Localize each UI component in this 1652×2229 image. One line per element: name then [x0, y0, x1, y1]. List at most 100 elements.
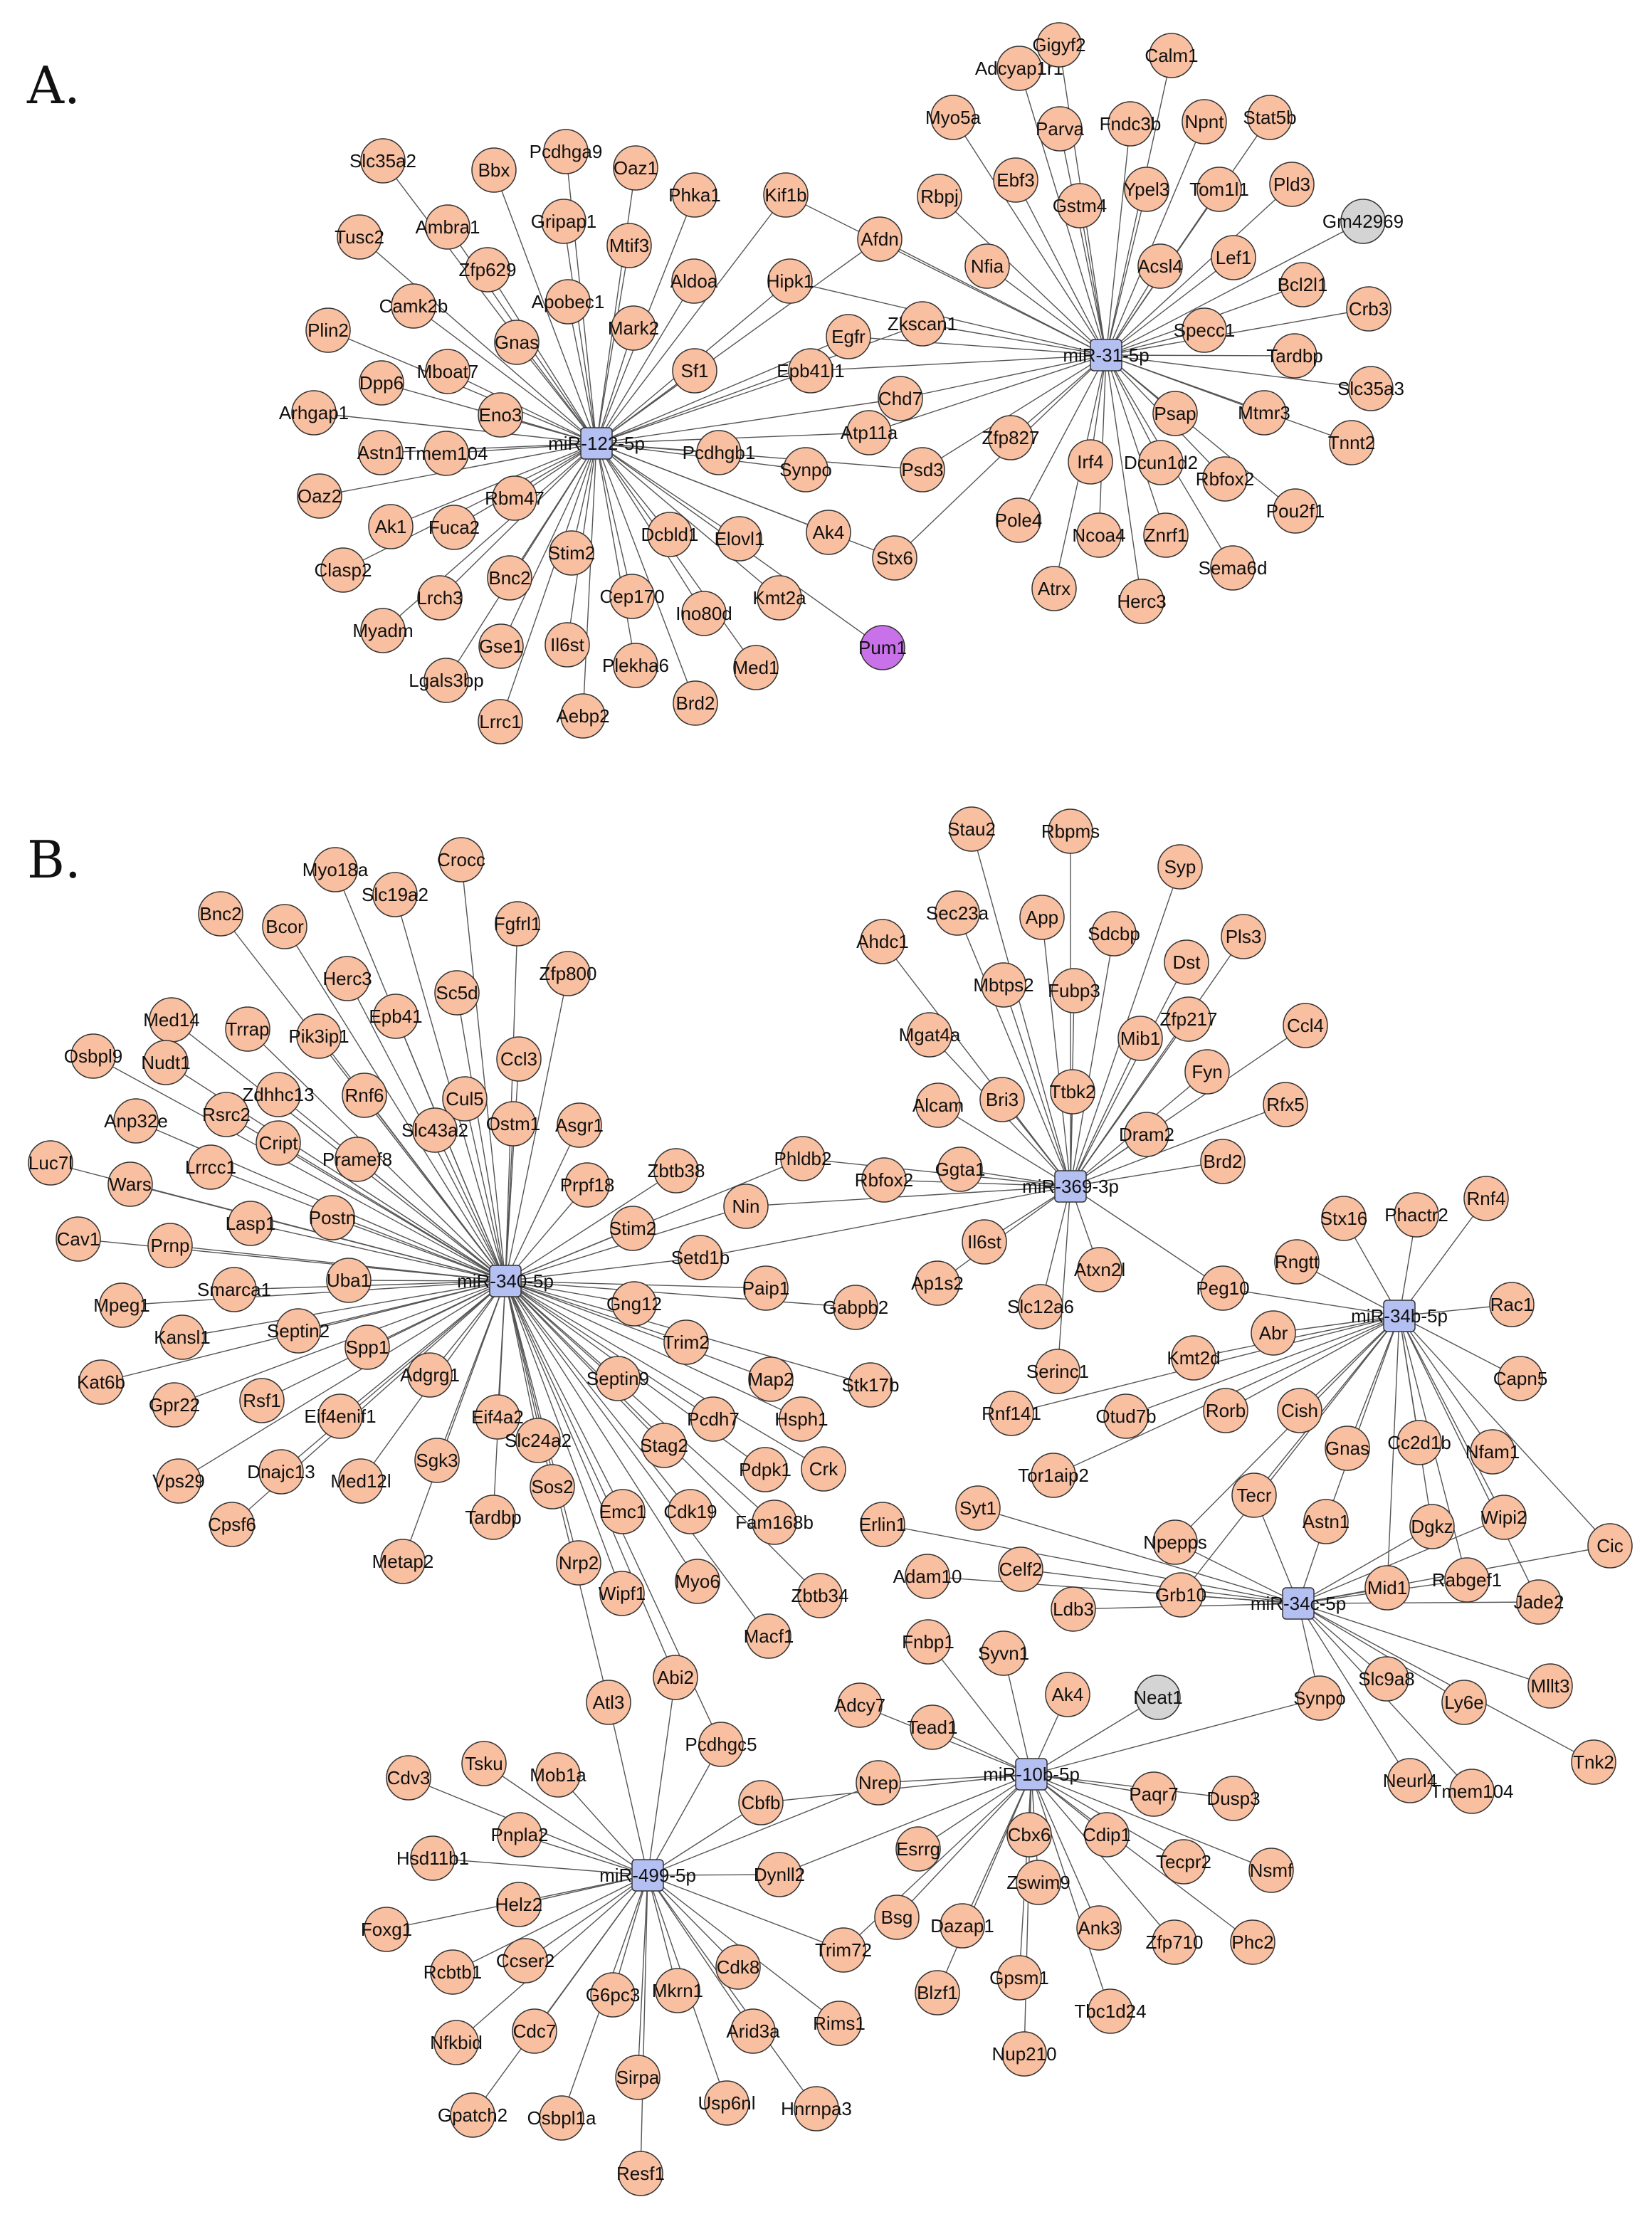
gene-node-circle: [1202, 456, 1248, 502]
gene-node-gpsm1: Gpsm1: [989, 1955, 1049, 2001]
gene-node-circle: [1449, 1769, 1495, 1814]
gene-node-label: Cdk19: [663, 1501, 717, 1522]
gene-node-circle: [1131, 1771, 1177, 1817]
gene-node-pole4: Pole4: [995, 497, 1042, 543]
gene-node-circle: [1166, 996, 1211, 1042]
gene-node-label: Bsg: [881, 1907, 913, 1928]
gene-node-circle: [905, 1554, 950, 1599]
mirna-hub-square: [1282, 1587, 1315, 1620]
gene-node-bcl2l1: Bcl2l1: [1278, 262, 1327, 307]
gene-node-label: Rnf4: [1467, 1188, 1506, 1209]
gene-node-circle: [209, 1502, 255, 1547]
edge-b-mir-499-5p-pcdhgc5: [647, 1744, 722, 1876]
gene-node-nrep: Nrep: [856, 1760, 901, 1806]
gene-node-label: Gnas: [495, 332, 539, 353]
gene-node-circle: [1157, 844, 1203, 890]
gene-node-circle: [492, 475, 537, 521]
gene-node-cbx6: Cbx6: [1006, 1812, 1052, 1858]
gene-node-label: Rcbtb1: [423, 1961, 482, 1983]
mirna-hub-label: miR-122-5p: [548, 433, 645, 454]
gene-node-cep170: Cep170: [599, 574, 665, 619]
edge-b-mir-34b-5p-rorb: [1225, 1315, 1400, 1411]
gene-node-circle: [1124, 167, 1169, 212]
gene-node-circle: [1200, 1265, 1246, 1311]
edge-b-mir-499-5p-resf1: [640, 1875, 648, 2174]
gene-node-cdip1: Cdip1: [1083, 1812, 1131, 1858]
gene-node-circle: [1182, 307, 1227, 353]
gene-node-rfx5: Rfx5: [1263, 1082, 1308, 1127]
gene-node-label: Ccl3: [500, 1048, 537, 1070]
gene-node-circle: [860, 625, 905, 670]
gene-node-circle: [1001, 2031, 1047, 2077]
gene-node-ank3: Ank3: [1076, 1905, 1122, 1951]
gene-node-label: Ccser2: [496, 1950, 554, 1971]
gene-node-cish: Cish: [1277, 1388, 1322, 1433]
edge-b-mir-340-5p-slc43a2: [434, 1129, 506, 1282]
gene-node-gnas: Gnas: [1325, 1426, 1370, 1471]
gene-node-label: Cript: [259, 1132, 299, 1154]
gene-node-circle: [1037, 106, 1083, 152]
edge-b-mir-340-5p-kansl1: [181, 1280, 506, 1338]
gene-node-ambra1: Ambra1: [415, 204, 480, 250]
gene-node-circle: [937, 1147, 983, 1192]
gene-node-prnp: Prnp: [147, 1223, 193, 1268]
gene-node-label: Stim2: [609, 1218, 656, 1239]
gene-node-label: Tor1aip2: [1018, 1465, 1089, 1486]
gene-node-ccl4: Ccl4: [1283, 1003, 1328, 1048]
gene-node-circle: [1470, 1429, 1515, 1475]
edge-b-mir-340-5p-slc24a2: [505, 1280, 539, 1441]
gene-node-serinc1: Serinc1: [1026, 1349, 1089, 1394]
gene-node-helz2: Helz2: [495, 1882, 542, 1927]
gene-node-circle: [1143, 512, 1189, 558]
gene-node-tardbp: Tardbp: [1266, 333, 1323, 379]
gene-node-gstm4: Gstm4: [1053, 183, 1107, 228]
edge-b-mir-34c-5p-wipi2: [1298, 1517, 1505, 1604]
gene-node-label: Herc3: [322, 968, 372, 989]
gene-node-astn1: Astn1: [1303, 1499, 1350, 1544]
gene-node-circle: [1077, 1247, 1122, 1292]
gene-node-rac1: Rac1: [1489, 1282, 1535, 1327]
mirna-hub-square: [580, 427, 613, 460]
gene-node-circle: [663, 1319, 709, 1365]
gene-node-label: Lgals3bp: [409, 670, 484, 691]
edge-b-mir-340-5p-osbpl9: [93, 1055, 506, 1282]
gene-node-label: Zfp800: [540, 963, 597, 984]
gene-node-label: Irf4: [1077, 451, 1104, 473]
gene-node-circle: [113, 1098, 159, 1144]
gene-node-label: Cc2d1b: [1387, 1432, 1451, 1453]
gene-node-resf1: Resf1: [616, 2151, 665, 2196]
edge-a-mir-31-5p-tardbp: [1105, 354, 1295, 357]
gene-node-psd3: Psd3: [900, 447, 945, 492]
gene-node-label: Tardbp: [1266, 345, 1323, 367]
gene-node-label: Stx16: [1320, 1208, 1368, 1229]
gene-node-circle: [610, 1206, 656, 1251]
gene-node-circle: [981, 962, 1026, 1008]
gene-node-stx16: Stx16: [1320, 1196, 1368, 1241]
gene-node-label: Rbm47: [485, 488, 544, 509]
gene-node-myo18a: Myo18a: [302, 847, 369, 892]
gene-node-tbc1d24: Tbc1d24: [1074, 1988, 1147, 2034]
gene-node-label: Mtif3: [609, 235, 649, 256]
gene-node-label: Aebp2: [556, 705, 609, 727]
gene-node-slc35a2: Slc35a2: [349, 138, 416, 184]
gene-node-eno3: Eno3: [478, 392, 523, 438]
edge-a-mir-122-5p-psd3: [596, 443, 923, 470]
gene-node-label: Dram2: [1119, 1124, 1174, 1145]
gene-node-circle: [861, 1157, 907, 1203]
gene-node-mid1: Mid1: [1364, 1565, 1410, 1611]
gene-node-circle: [698, 1722, 744, 1767]
gene-node-label: Gpr22: [149, 1394, 200, 1416]
gene-node-label: Stau2: [947, 818, 996, 840]
gene-node-erlin1: Erlin1: [859, 1502, 906, 1547]
gene-node-rorb: Rorb: [1203, 1388, 1248, 1433]
gene-node-label: Tecpr2: [1156, 1851, 1211, 1872]
edge-a-mir-122-5p-aldoa: [596, 280, 695, 444]
gene-node-pcdh7: Pcdh7: [687, 1396, 740, 1442]
gene-node-label: Elovl1: [715, 528, 765, 549]
gene-node-circle: [1103, 1393, 1149, 1439]
gene-node-uba1: Uba1: [326, 1258, 372, 1303]
gene-node-esrrg: Esrrg: [895, 1826, 941, 1872]
edge-a-mir-122-5p-gripap1: [563, 221, 597, 444]
gene-node-label: Gpsm1: [989, 1967, 1049, 1988]
gene-node-circle: [1248, 1848, 1294, 1893]
